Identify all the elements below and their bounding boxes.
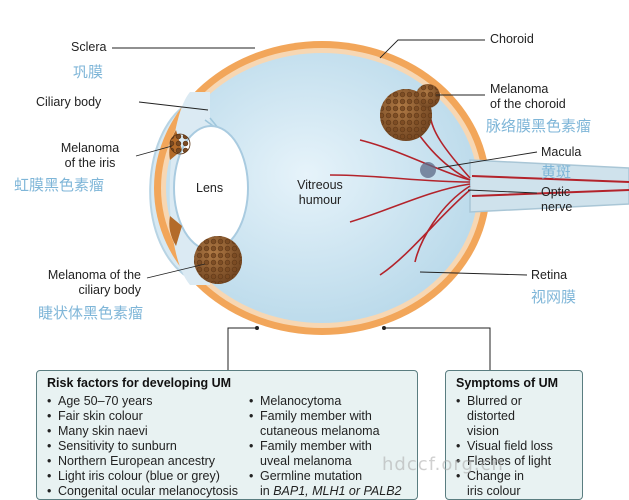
list-item: Congenital ocular melanocytosis <box>47 484 238 499</box>
ciliary-body-melanoma <box>194 236 242 284</box>
list-item: vision <box>467 424 499 438</box>
label-optic-1: Optic <box>541 185 571 199</box>
list-item: Northern European ancestry <box>47 454 238 469</box>
list-item: Germline mutation <box>249 469 402 484</box>
list-item: Family member with <box>249 409 402 424</box>
label-macula: Macula <box>541 145 582 159</box>
symptoms-title: Symptoms of UM <box>456 376 559 390</box>
label-vitreous-2: humour <box>298 193 342 207</box>
label-melanoma-iris-zh: 虹膜黑色素瘤 <box>14 176 105 194</box>
gene-names: BAP1, MLH1 or PALB2 <box>273 484 402 498</box>
list-item: Sensitivity to sunburn <box>47 439 238 454</box>
label-melanoma-ciliary-zh: 睫状体黑色素瘤 <box>38 304 144 322</box>
list-item: iris colour <box>467 484 521 498</box>
list-item: Blurred or <box>456 394 553 409</box>
list-item: distorted <box>467 409 515 423</box>
risk-factors-title: Risk factors for developing UM <box>47 376 232 390</box>
iris-melanoma <box>169 133 191 155</box>
label-macula-zh: 黄斑 <box>541 163 572 181</box>
symptoms-list: Blurred or distorted vision Visual field… <box>456 394 553 499</box>
list-item: Light iris colour (blue or grey) <box>47 469 238 484</box>
list-item: in BAP1, MLH1 or PALB2 <box>249 484 402 499</box>
macula-spot <box>420 162 436 178</box>
label-ciliary-body: Ciliary body <box>36 95 102 109</box>
label-retina: Retina <box>531 268 568 282</box>
list-item: Many skin naevi <box>47 424 238 439</box>
risk-factors-col1: Age 50–70 years Fair skin colour Many sk… <box>47 394 238 499</box>
list-item: Change in <box>456 469 553 484</box>
label-melanoma-choroid-2: of the choroid <box>490 97 566 111</box>
list-item: Fair skin colour <box>47 409 238 424</box>
list-item: Family member with <box>249 439 402 454</box>
choroid-melanoma <box>380 84 440 141</box>
label-retina-zh: 视网膜 <box>531 288 577 306</box>
list-item: Visual field loss <box>456 439 553 454</box>
label-melanoma-ciliary-2: ciliary body <box>78 283 141 297</box>
label-sclera-zh: 巩膜 <box>73 63 104 81</box>
label-vitreous-1: Vitreous <box>297 178 343 192</box>
label-choroid: Choroid <box>490 32 534 46</box>
label-lens: Lens <box>196 181 224 195</box>
list-item: Melanocytoma <box>249 394 402 409</box>
list-item: cutaneous melanoma <box>260 424 380 438</box>
list-item: Flashes of light <box>456 454 553 469</box>
symptoms-box: Symptoms of UM Blurred or distorted visi… <box>445 370 583 500</box>
label-optic-2: nerve <box>541 200 573 214</box>
label-sclera: Sclera <box>71 40 107 54</box>
genes-prefix: in <box>260 484 274 498</box>
retinal-vessels <box>329 107 471 276</box>
risk-factors-col2: Melanocytoma Family member with cutaneou… <box>249 394 402 499</box>
risk-factors-box: Risk factors for developing UM Age 50–70… <box>36 370 418 500</box>
list-item: Age 50–70 years <box>47 394 238 409</box>
label-melanoma-iris-2: of the iris <box>64 156 116 170</box>
list-item: uveal melanoma <box>260 454 352 468</box>
optic-nerve-shape <box>469 159 629 213</box>
label-melanoma-ciliary-1: Melanoma of the <box>47 268 141 282</box>
label-melanoma-choroid-zh: 脉络膜黑色素瘤 <box>486 117 592 135</box>
watermark-text: hdccf.org.cn <box>382 454 504 475</box>
label-melanoma-choroid-1: Melanoma <box>490 82 549 96</box>
label-melanoma-iris-1: Melanoma <box>60 141 120 155</box>
